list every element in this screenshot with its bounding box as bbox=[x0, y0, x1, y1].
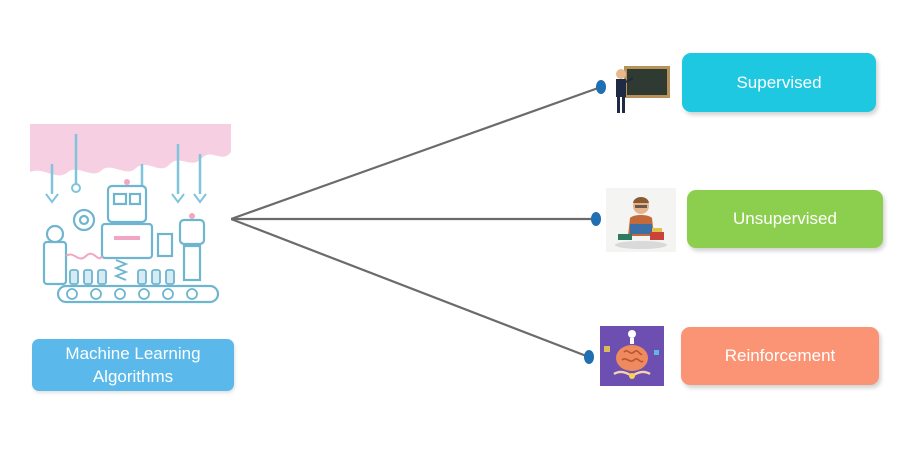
endpoint-reinforcement bbox=[584, 350, 594, 364]
student-reading-icon bbox=[606, 188, 676, 252]
supervised-label: Supervised bbox=[736, 72, 822, 92]
reinforcement-label: Reinforcement bbox=[724, 346, 836, 365]
brain-reward-icon bbox=[600, 326, 664, 386]
supervised-box: Supervised bbox=[682, 53, 876, 112]
machine-factory-illustration bbox=[30, 124, 231, 314]
endpoint-supervised bbox=[596, 80, 606, 94]
reinforcement-box: Reinforcement bbox=[681, 327, 879, 385]
unsupervised-box: Unsupervised bbox=[687, 190, 883, 248]
connector-supervised bbox=[230, 85, 602, 221]
endpoint-unsupervised bbox=[591, 212, 601, 226]
root-label: Machine Learning Algorithms bbox=[65, 344, 201, 386]
unsupervised-label: Unsupervised bbox=[733, 209, 837, 228]
teacher-blackboard-icon bbox=[608, 64, 672, 114]
root-label-box: Machine Learning Algorithms bbox=[32, 339, 234, 391]
connector-reinforcement bbox=[230, 217, 590, 359]
